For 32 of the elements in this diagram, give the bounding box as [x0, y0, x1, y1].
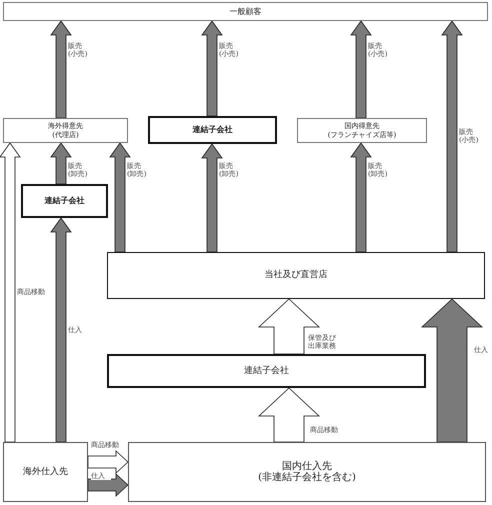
- customer-box: [297, 118, 427, 143]
- box-label: 一般顧客: [230, 6, 262, 16]
- box-label: 当社及び直営店: [264, 270, 328, 281]
- block-arrow: [88, 450, 129, 474]
- block-arrow: [350, 142, 372, 252]
- block-arrow: [441, 20, 463, 252]
- customer-box: [3, 2, 488, 21]
- subsidiary-box: [148, 116, 277, 144]
- block-arrow: [50, 142, 72, 184]
- block-arrow: [258, 298, 320, 354]
- supplier-box: [128, 442, 486, 502]
- box-label: 連結子会社: [244, 366, 289, 376]
- supplier-box: [3, 442, 88, 502]
- block-arrow: [201, 20, 223, 116]
- block-arrow: [50, 217, 72, 442]
- box-label: (非連結子会社を含む): [258, 472, 356, 484]
- block-arrow: [50, 20, 72, 118]
- company-box: [107, 252, 485, 299]
- subsidiary-box: [107, 354, 426, 388]
- box-label: 連結子会社: [192, 125, 232, 135]
- block-arrow: [0, 142, 21, 442]
- box-label: 国内仕入先: [282, 460, 332, 472]
- block-arrow: [201, 143, 223, 252]
- customer-box: [3, 118, 128, 143]
- block-arrow: [350, 20, 372, 118]
- box-label: 海外仕入先: [23, 466, 68, 478]
- block-arrow: [88, 473, 129, 497]
- block-arrow: [258, 387, 320, 442]
- subsidiary-box: [21, 184, 108, 218]
- box-label: 連結子会社: [44, 196, 84, 206]
- block-arrow: [420, 298, 484, 442]
- block-arrow: [109, 142, 131, 252]
